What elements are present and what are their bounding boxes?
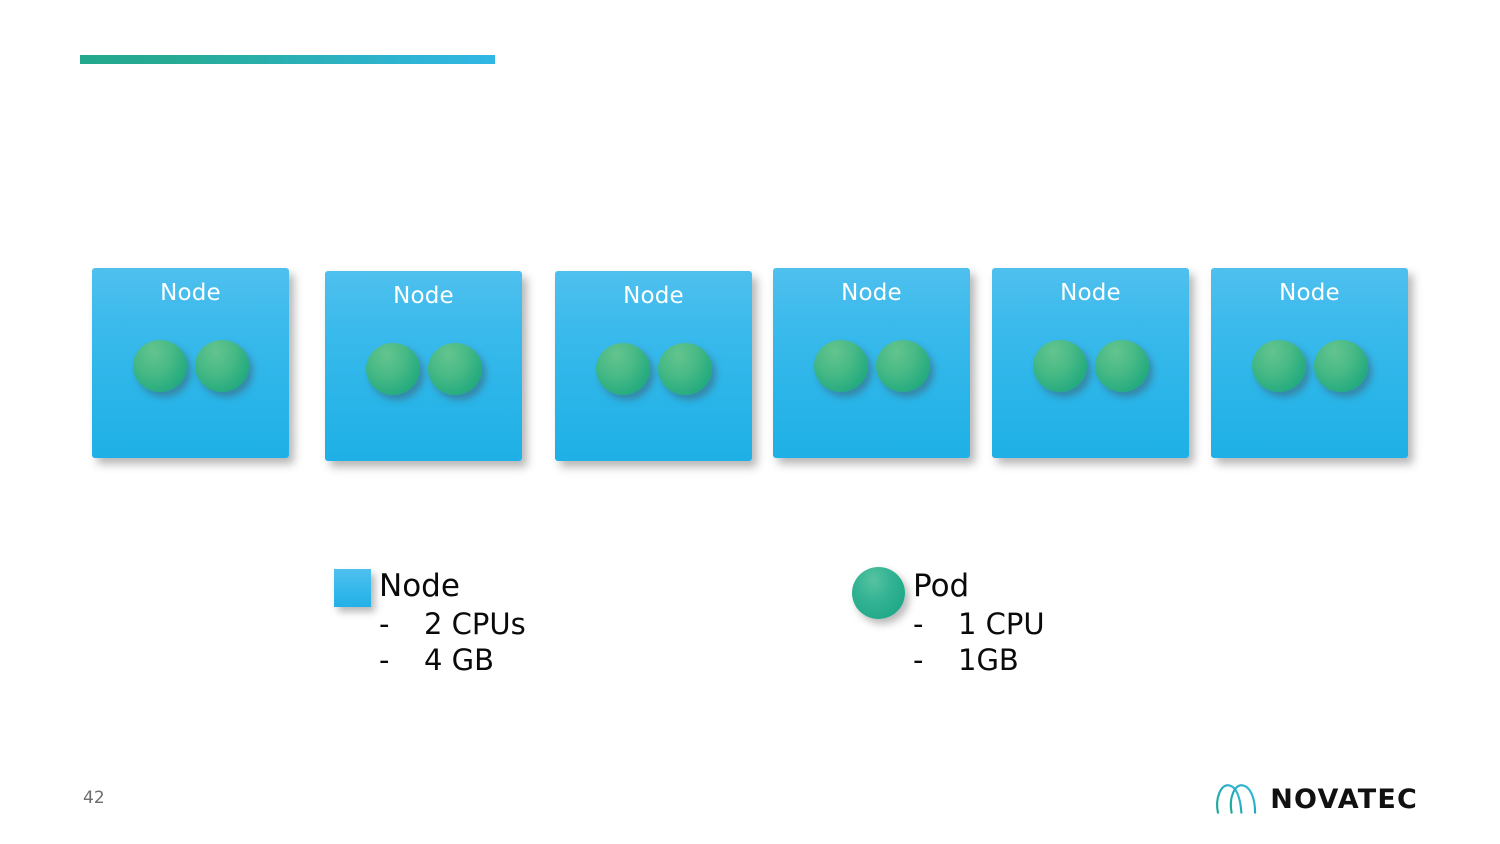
legend-pod-bullet-1: - 1 CPU — [913, 606, 1045, 642]
bullet-dash: - — [913, 607, 924, 641]
legend-pod-text: Pod - 1 CPU - 1GB — [913, 566, 1045, 678]
legend-node-bullet-2: - 4 GB — [379, 642, 526, 678]
legend-pod-title: Pod — [913, 568, 970, 604]
node-box: Node — [773, 268, 970, 458]
brand-logo: NOVATEC — [1214, 780, 1418, 818]
pod-group — [325, 343, 522, 395]
pod-circle — [194, 340, 249, 392]
pod-circle — [1313, 340, 1368, 392]
node-box-label: Node — [1060, 280, 1121, 306]
legend: Node - 2 CPUs - 4 GB Pod - 1 CPU - 1GB — [0, 566, 1500, 696]
legend-pod-bullet-2: - 1GB — [913, 642, 1045, 678]
page-number: 42 — [83, 788, 105, 808]
node-box-label: Node — [393, 283, 454, 309]
bullet-text: 1 CPU — [958, 607, 1045, 641]
brand-name: NOVATEC — [1270, 783, 1418, 815]
legend-node-title: Node — [379, 568, 460, 604]
legend-node-text: Node - 2 CPUs - 4 GB — [379, 566, 526, 678]
pod-group — [1211, 340, 1408, 392]
pod-group — [92, 340, 289, 392]
pod-group — [992, 340, 1189, 392]
pod-circle — [657, 343, 712, 395]
node-box-label: Node — [623, 283, 684, 309]
pod-circle — [875, 340, 930, 392]
pod-group — [773, 340, 970, 392]
bullet-text: 2 CPUs — [424, 607, 526, 641]
pod-circle — [427, 343, 482, 395]
legend-item-pod: Pod - 1 CPU - 1GB — [852, 566, 1045, 678]
bullet-dash: - — [379, 643, 390, 677]
pod-circle — [132, 340, 187, 392]
node-boxes-row: Node Node Node Node Node Node — [92, 268, 1412, 468]
node-box: Node — [555, 271, 752, 461]
node-box: Node — [992, 268, 1189, 458]
pod-circle — [1032, 340, 1087, 392]
bullet-dash: - — [379, 607, 390, 641]
pod-group — [555, 343, 752, 395]
pod-circle — [595, 343, 650, 395]
pod-circle — [813, 340, 868, 392]
node-square-swatch-icon — [334, 569, 371, 607]
accent-bar — [80, 55, 495, 64]
pod-circle-swatch-icon — [852, 567, 905, 619]
pod-circle — [365, 343, 420, 395]
node-box: Node — [1211, 268, 1408, 458]
bullet-dash: - — [913, 643, 924, 677]
node-box-label: Node — [160, 280, 221, 306]
novatec-logo-icon — [1216, 784, 1257, 814]
pod-circle — [1251, 340, 1306, 392]
node-box: Node — [325, 271, 522, 461]
bullet-text: 4 GB — [424, 643, 495, 677]
node-box-label: Node — [841, 280, 902, 306]
legend-item-node: Node - 2 CPUs - 4 GB — [334, 566, 526, 678]
node-box-label: Node — [1279, 280, 1340, 306]
legend-node-bullet-1: - 2 CPUs — [379, 606, 526, 642]
bullet-text: 1GB — [958, 643, 1019, 677]
pod-circle — [1094, 340, 1149, 392]
node-box: Node — [92, 268, 289, 458]
